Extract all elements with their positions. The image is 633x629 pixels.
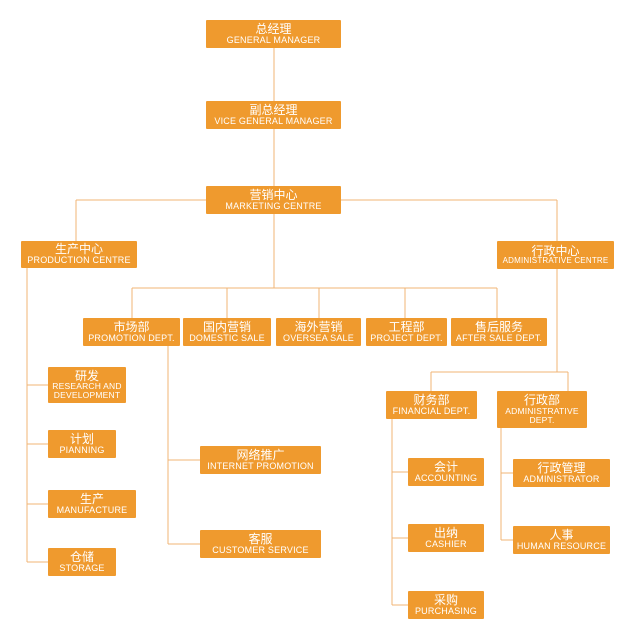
node-planning: 计划 PIANNING (48, 430, 116, 458)
node-label-cn: 行政管理 (537, 460, 586, 475)
node-customer-service: 客服 CUSTOMER SERVICE (200, 530, 321, 558)
node-label-en: PROJECT DEPT. (370, 332, 443, 343)
node-label-cn: 总经理 (255, 21, 292, 36)
node-project-dept: 工程部 PROJECT DEPT. (366, 318, 447, 346)
node-label-cn: 计划 (69, 431, 94, 446)
node-purchasing: 采购 PURCHASING (408, 591, 484, 619)
node-label-en: AFTER SALE DEPT. (455, 332, 543, 343)
node-label-en: INTERNET PROMOTION (207, 460, 314, 471)
node-vice-general-manager: 副总经理 VICE GENERAL MANAGER (206, 101, 341, 129)
node-label-en: MANUFACTURE (56, 504, 128, 515)
node-label-cn: 工程部 (388, 319, 425, 334)
node-administrative-dept: 行政部 ADMINISTRATIVE DEPT. (497, 391, 587, 428)
node-label-en: HUMAN RESOURCE (516, 540, 607, 551)
node-cashier: 出纳 CASHIER (408, 524, 484, 552)
node-research-development: 研发 RESEARCH AND DEVELOPMENT (48, 367, 126, 403)
node-label-en: ACCOUNTING (414, 472, 478, 483)
node-manufacture: 生产 MANUFACTURE (48, 490, 136, 518)
node-label-cn: 客服 (248, 531, 273, 546)
node-human-resource: 人事 HUMAN RESOURCE (513, 526, 610, 554)
node-production-centre: 生产中心 PRODUCTION CENTRE (21, 241, 137, 268)
node-label-en: CASHIER (425, 538, 467, 549)
node-label-cn: 国内营销 (202, 319, 251, 334)
node-label-en: CUSTOMER SERVICE (212, 544, 309, 555)
node-label-en: ADMINISTRATIVE CENTRE (502, 256, 609, 266)
node-after-sale-dept: 售后服务 AFTER SALE DEPT. (451, 318, 547, 346)
node-promotion-dept: 市场部 PROMOTION DEPT. (83, 318, 180, 346)
node-label-cn: 仓储 (69, 549, 94, 564)
node-label-cn: 人事 (549, 527, 574, 542)
node-label-cn: 生产 (79, 491, 104, 506)
node-accounting: 会计 ACCOUNTING (408, 458, 484, 486)
node-label-en: ADMINISTRATOR (523, 473, 600, 484)
node-label-cn: 出纳 (433, 525, 458, 540)
node-label-en: FINANCIAL DEPT. (392, 405, 471, 416)
node-label-en: STORAGE (59, 562, 105, 573)
node-label-cn: 海外营销 (294, 319, 343, 334)
node-label-cn: 采购 (433, 592, 458, 607)
node-label-en: VICE GENERAL MANAGER (214, 115, 333, 126)
node-label-cn: 研发 (74, 368, 99, 383)
node-label-cn: 生产中心 (54, 242, 103, 257)
node-internet-promotion: 网络推广 INTERNET PROMOTION (200, 446, 321, 474)
node-label-cn: 财务部 (413, 392, 450, 407)
node-label-en: RESEARCH AND DEVELOPMENT (52, 381, 122, 401)
node-storage: 仓储 STORAGE (48, 548, 116, 576)
node-label-en: MARKETING CENTRE (225, 200, 322, 211)
node-label-en: GENERAL MANAGER (226, 34, 321, 45)
node-label-en: OVERSEA SALE (283, 332, 354, 343)
node-domestic-sale: 国内营销 DOMESTIC SALE (183, 318, 271, 346)
node-label-en: PURCHASING (414, 605, 477, 616)
node-label-en: PRODUCTION CENTRE (27, 255, 131, 266)
node-oversea-sale: 海外营销 OVERSEA SALE (276, 318, 361, 346)
node-label-cn: 行政中心 (531, 243, 580, 258)
node-administrative-centre: 行政中心 ADMINISTRATIVE CENTRE (497, 241, 614, 269)
node-label-en: PIANNING (59, 444, 105, 455)
node-label-cn: 市场部 (113, 319, 150, 334)
node-label-cn: 会计 (433, 459, 458, 474)
node-label-cn: 行政部 (523, 393, 560, 408)
node-label-en: ADMINISTRATIVE DEPT. (505, 405, 579, 425)
node-label-cn: 营销中心 (249, 187, 298, 202)
node-administrator: 行政管理 ADMINISTRATOR (513, 459, 610, 487)
node-label-en: PROMOTION DEPT. (88, 332, 175, 343)
node-label-en: DOMESTIC SALE (189, 332, 265, 343)
node-financial-dept: 财务部 FINANCIAL DEPT. (386, 391, 477, 419)
node-marketing-centre: 营销中心 MARKETING CENTRE (206, 186, 341, 214)
node-label-cn: 售后服务 (474, 319, 523, 334)
node-label-cn: 网络推广 (236, 447, 285, 462)
node-label-cn: 副总经理 (249, 102, 298, 117)
node-general-manager: 总经理 GENERAL MANAGER (206, 20, 341, 48)
